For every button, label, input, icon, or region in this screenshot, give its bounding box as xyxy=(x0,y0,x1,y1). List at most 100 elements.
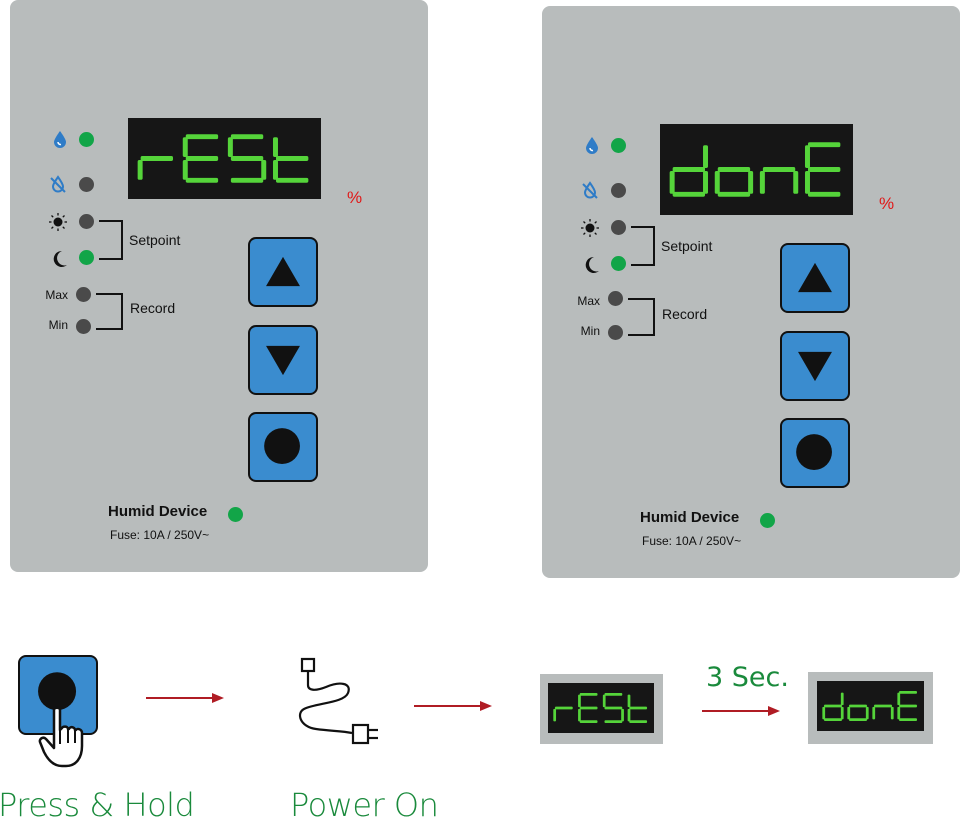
min-record-led xyxy=(608,325,623,340)
moon-icon xyxy=(582,255,602,275)
up-button[interactable] xyxy=(780,243,850,313)
device-name: Humid Device xyxy=(640,509,740,526)
segment-f xyxy=(804,145,810,169)
segment-e xyxy=(897,706,901,720)
segment-d xyxy=(807,191,841,197)
circle-icon xyxy=(796,434,832,470)
segment-a xyxy=(579,693,598,696)
segment-e xyxy=(822,706,826,720)
record-label: Record xyxy=(130,300,176,316)
lcd-display xyxy=(128,118,321,199)
segment-g xyxy=(275,156,309,161)
triangle-up-icon xyxy=(266,256,300,287)
flow-arrow-3 xyxy=(702,705,780,717)
segment-g xyxy=(604,706,623,710)
segment-e xyxy=(627,708,631,722)
segment-b xyxy=(703,145,709,169)
segment-e xyxy=(272,159,278,180)
unit-label: % xyxy=(347,188,363,207)
segment-f xyxy=(272,137,278,158)
down-button[interactable] xyxy=(248,325,318,395)
segment-d xyxy=(717,191,751,197)
segment-c xyxy=(890,706,894,720)
setpoint-label: Setpoint xyxy=(661,238,713,254)
display-segments xyxy=(553,693,648,723)
segment-c xyxy=(840,706,844,720)
device-name: Humid Device xyxy=(108,503,208,520)
segment-a xyxy=(604,693,623,696)
power-led xyxy=(228,507,243,522)
segment-g xyxy=(824,704,842,708)
segment-c xyxy=(261,159,267,180)
no-water-icon xyxy=(580,180,600,200)
record-label: Record xyxy=(662,306,708,322)
day-setpoint-led xyxy=(79,214,94,229)
down-button[interactable] xyxy=(780,331,850,401)
controller-panel-reset: % Setpoint Max Min Record Humid Device F… xyxy=(10,0,428,572)
display-segments xyxy=(137,134,309,183)
segment-g xyxy=(717,167,751,172)
set-button[interactable] xyxy=(248,412,318,482)
power-plug-icon xyxy=(296,657,386,747)
segment-d xyxy=(672,191,706,197)
segment-f xyxy=(602,694,606,708)
night-setpoint-led xyxy=(611,256,626,271)
setpoint-label: Setpoint xyxy=(129,232,181,248)
wait-duration-label: 3 Sec. xyxy=(706,662,789,693)
dehumidify-led xyxy=(79,177,94,192)
segment-d xyxy=(185,177,219,183)
segment-f xyxy=(627,694,631,708)
done-display-frame xyxy=(808,672,933,744)
moon-icon xyxy=(50,249,70,269)
segment-g xyxy=(185,156,219,161)
segment-e xyxy=(714,170,720,194)
segment-e xyxy=(847,706,851,720)
flow-arrow-1 xyxy=(146,692,224,704)
fuse-rating: Fuse: 10A / 250V~ xyxy=(110,528,210,542)
segment-g xyxy=(230,156,264,161)
display-segments xyxy=(669,142,841,197)
segment-f xyxy=(182,137,188,158)
set-button[interactable] xyxy=(780,418,850,488)
triangle-down-icon xyxy=(266,345,300,376)
triangle-up-icon xyxy=(798,262,832,293)
segment-e xyxy=(759,170,765,194)
up-button[interactable] xyxy=(248,237,318,307)
segment-e xyxy=(872,706,876,720)
setpoint-bracket xyxy=(631,226,655,266)
segment-d xyxy=(579,720,598,723)
sun-icon xyxy=(580,218,600,238)
segment-c xyxy=(703,170,709,194)
humidify-led xyxy=(79,132,94,147)
segment-a xyxy=(807,142,841,148)
dehumidify-led xyxy=(611,183,626,198)
segment-e xyxy=(182,159,188,180)
segment-f xyxy=(227,137,233,158)
max-record-led xyxy=(76,287,91,302)
segment-b xyxy=(840,692,844,706)
night-setpoint-led xyxy=(79,250,94,265)
water-drop-icon xyxy=(582,135,602,155)
segment-g xyxy=(140,156,174,161)
segment-a xyxy=(899,691,917,694)
power-led xyxy=(760,513,775,528)
record-bracket xyxy=(628,298,655,336)
segment-d xyxy=(604,720,623,723)
press-hold-label: Press & Hold xyxy=(0,786,195,824)
power-on-label: Power On xyxy=(290,786,439,824)
max-label: Max xyxy=(577,294,600,308)
display-segments xyxy=(822,691,917,721)
min-label: Min xyxy=(580,324,600,338)
segment-e xyxy=(669,170,675,194)
controller-panel-done: % Setpoint Max Min Record Humid Device F… xyxy=(542,6,960,578)
segment-g xyxy=(672,167,706,172)
setpoint-bracket xyxy=(99,220,123,260)
segment-c xyxy=(621,708,624,722)
triangle-down-icon xyxy=(798,351,832,382)
day-setpoint-led xyxy=(611,220,626,235)
min-label: Min xyxy=(48,318,68,332)
segment-g xyxy=(579,706,598,710)
segment-d xyxy=(849,718,867,721)
segment-e xyxy=(553,708,557,722)
humidify-led xyxy=(611,138,626,153)
